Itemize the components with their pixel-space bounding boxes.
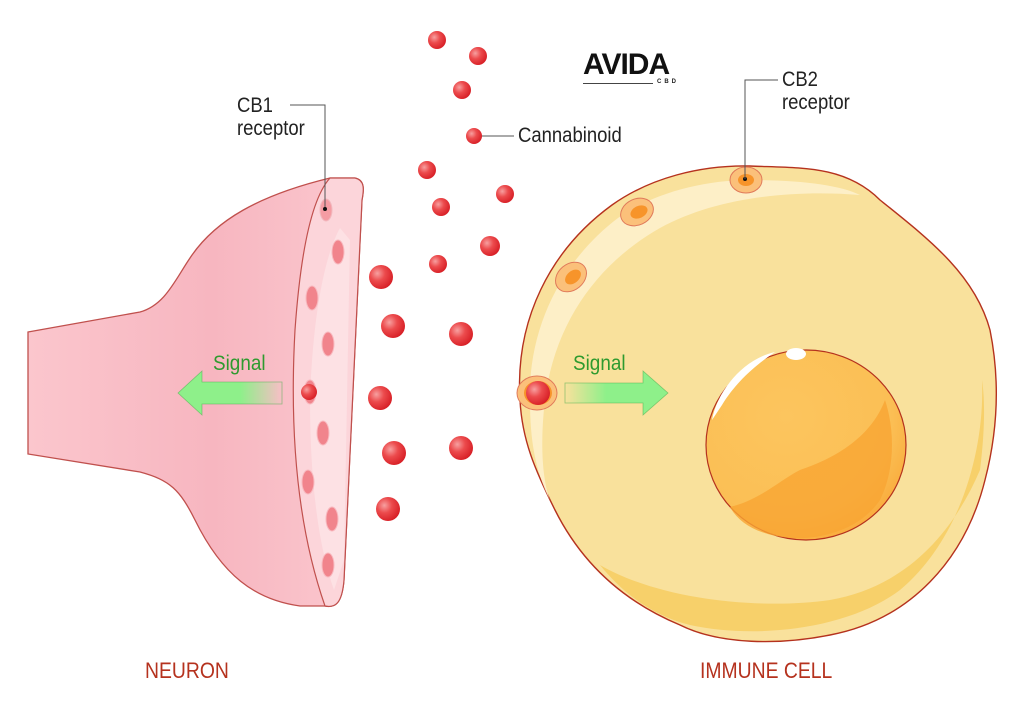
logo-underline [583, 83, 653, 84]
cb1-label-line1: CB1 [237, 94, 273, 117]
bound-cannabinoid-cb2 [526, 381, 550, 405]
cannabinoid-molecule [428, 31, 446, 49]
cannabinoid-molecule [466, 128, 482, 144]
cb1-label-line2: receptor [237, 117, 305, 140]
cb2-label: CB2 receptor [782, 68, 850, 114]
cannabinoid-molecule [496, 185, 514, 203]
cannabinoid-molecule [429, 255, 447, 273]
signal-label-neuron: Signal [213, 352, 266, 375]
cannabinoid-molecule [368, 386, 392, 410]
cannabinoid-molecule [480, 236, 500, 256]
cb1-leader-dot [323, 207, 327, 211]
bound-cannabinoid-cb1 [301, 384, 317, 400]
signal-arrow-right [564, 370, 669, 416]
avida-cbd-logo: AVIDA CBD [583, 48, 676, 85]
cannabinoid-molecule [469, 47, 487, 65]
cannabinoid-molecule [418, 161, 436, 179]
caption-immune-cell: IMMUNE CELL [700, 658, 833, 683]
immune-cell-rim [529, 180, 860, 500]
cb2-leader-line [744, 79, 778, 179]
cb1-label: CB1 receptor [237, 94, 305, 140]
signal-label-immune-cell: Signal [573, 352, 626, 375]
logo-wordmark: AVIDA [583, 48, 670, 81]
cannabinoid-molecule [381, 314, 405, 338]
cb2-label-line2: receptor [782, 91, 850, 114]
neuron [27, 177, 364, 608]
cb1-leader-line [290, 104, 326, 209]
immune-cell [516, 165, 997, 643]
cannabinoid-molecule [453, 81, 471, 99]
cannabinoid-molecules [368, 31, 514, 521]
cb2-label-line1: CB2 [782, 68, 818, 91]
cannabinoid-molecule [449, 322, 473, 346]
cb1-receptors [301, 198, 345, 578]
cannabinoid-molecule [376, 497, 400, 521]
neuron-terminal-inner [310, 228, 350, 590]
cannabinoid-molecule [382, 441, 406, 465]
cannabinoid-label: Cannabinoid [518, 124, 622, 147]
nucleus [705, 348, 907, 541]
cannabinoid-molecule [369, 265, 393, 289]
cannabinoid-molecule [449, 436, 473, 460]
logo-subtext: CBD [657, 79, 679, 85]
cannabinoid-molecule [432, 198, 450, 216]
signal-arrow-left [177, 370, 283, 416]
caption-neuron: NEURON [145, 658, 229, 683]
